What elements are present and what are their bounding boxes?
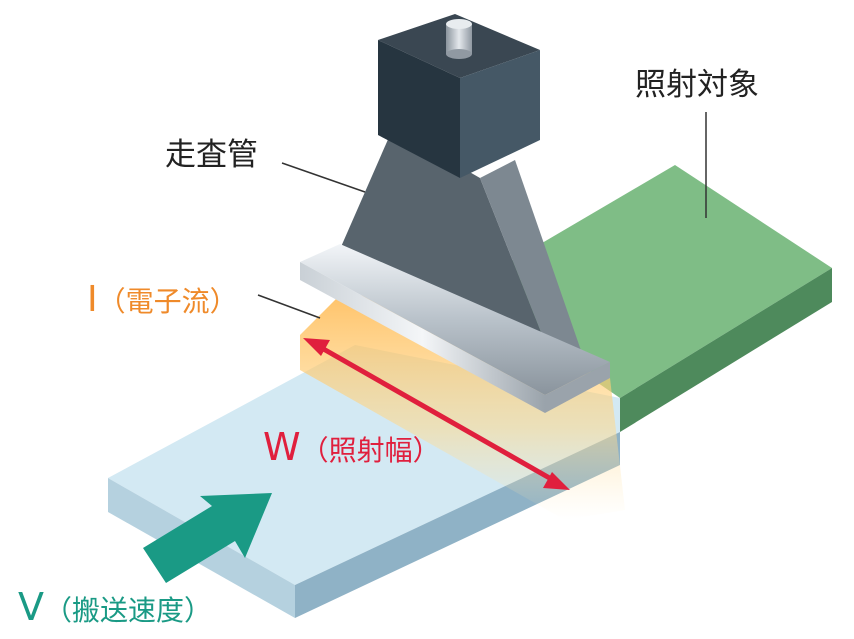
scanning-tube — [300, 128, 610, 413]
current-text: （電子流） — [97, 285, 238, 318]
tube-side — [480, 160, 585, 380]
flange-side — [545, 362, 610, 413]
current-label: I（電子流） — [87, 282, 238, 318]
width-symbol: W — [263, 425, 301, 469]
speed-arrow — [143, 493, 272, 583]
current-symbol: I — [87, 279, 98, 320]
width-label: W（照射幅） — [263, 428, 441, 466]
speed-symbol: V — [18, 585, 44, 629]
flange-top — [300, 244, 610, 395]
box-side — [460, 50, 540, 178]
flange-front — [300, 262, 545, 413]
width-arrow — [303, 338, 570, 490]
electron-beam-glow — [300, 290, 625, 520]
knob — [446, 19, 472, 59]
tube-leader-line — [281, 162, 366, 193]
speed-label: V（搬送速度） — [18, 588, 212, 626]
irradiation-target-label: 照射対象 — [635, 67, 759, 103]
target-front — [620, 268, 832, 432]
current-leader-line — [257, 294, 321, 319]
box-front — [378, 40, 460, 178]
width-text: （照射幅） — [300, 434, 441, 467]
control-box — [378, 14, 540, 178]
speed-text: （搬送速度） — [44, 594, 213, 627]
scanning-tube-label: 走査管 — [165, 137, 258, 173]
